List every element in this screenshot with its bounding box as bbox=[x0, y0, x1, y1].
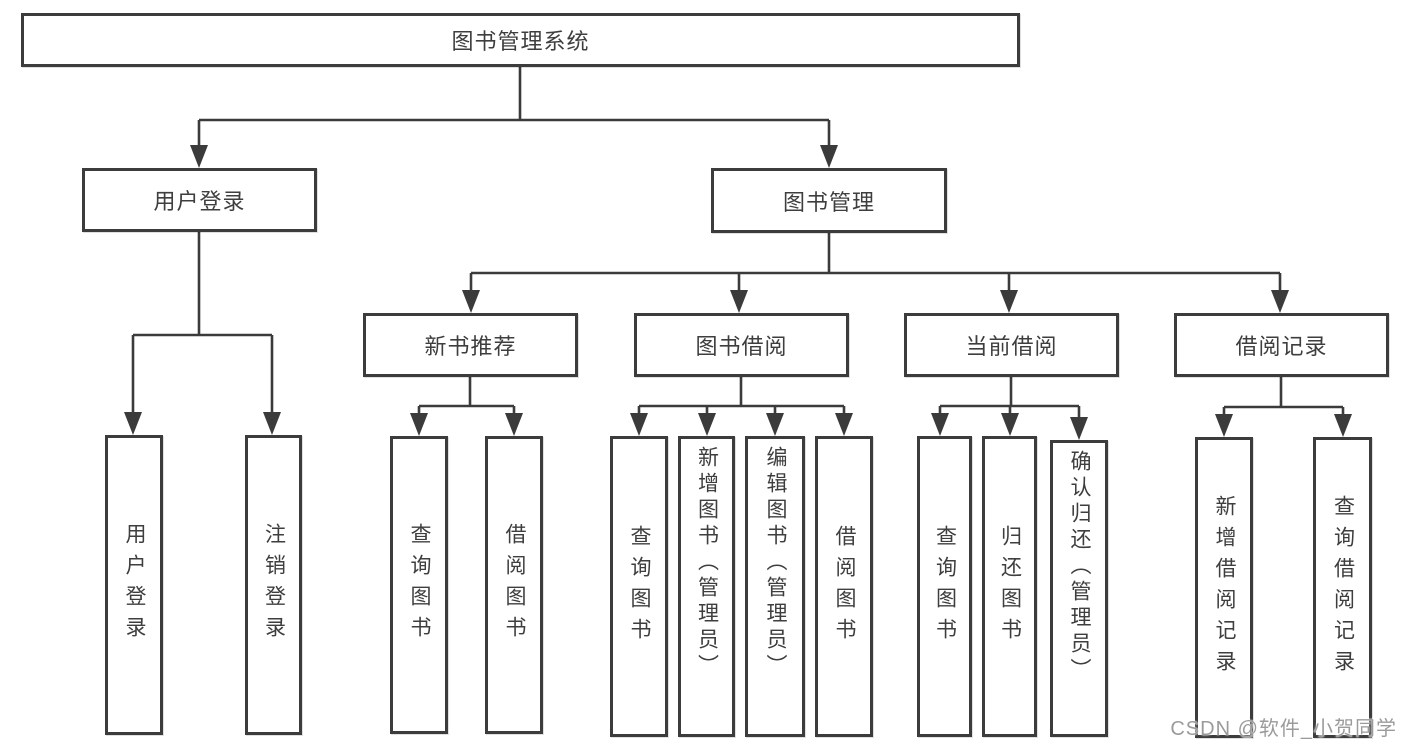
leaf-cb-query-book: 查询图书 bbox=[917, 436, 972, 737]
leaf-user-login: 用户登录 bbox=[105, 435, 163, 735]
leaf-nb-query-book: 查询图书 bbox=[390, 436, 448, 734]
leaf-nb-borrow-book: 借阅图书 bbox=[485, 436, 543, 734]
node-root: 图书管理系统 bbox=[21, 13, 1020, 67]
node-current-borrow: 当前借阅 bbox=[904, 313, 1119, 377]
node-new-book-recommend: 新书推荐 bbox=[363, 313, 578, 377]
node-book-borrow: 图书借阅 bbox=[634, 313, 849, 377]
node-user-login: 用户登录 bbox=[82, 168, 317, 232]
leaf-bb-query-book: 查询图书 bbox=[610, 436, 668, 737]
node-borrow-records: 借阅记录 bbox=[1174, 313, 1389, 377]
leaf-br-add-record: 新增借阅记录 bbox=[1195, 437, 1253, 738]
leaf-bb-edit-book-admin: 编辑图书（管理员） bbox=[745, 436, 805, 737]
node-book-management: 图书管理 bbox=[711, 168, 947, 233]
leaf-bb-add-book-admin: 新增图书（管理员） bbox=[678, 436, 735, 737]
leaf-br-query-record: 查询借阅记录 bbox=[1313, 437, 1372, 738]
leaf-cb-return-book: 归还图书 bbox=[982, 436, 1037, 737]
leaf-bb-borrow-book: 借阅图书 bbox=[815, 436, 873, 737]
arrowheads bbox=[124, 145, 1352, 440]
leaf-logout: 注销登录 bbox=[245, 435, 302, 735]
leaf-cb-confirm-return-admin: 确认归还（管理员） bbox=[1050, 440, 1108, 737]
watermark: CSDN @软件_小贺同学 bbox=[1170, 718, 1397, 740]
